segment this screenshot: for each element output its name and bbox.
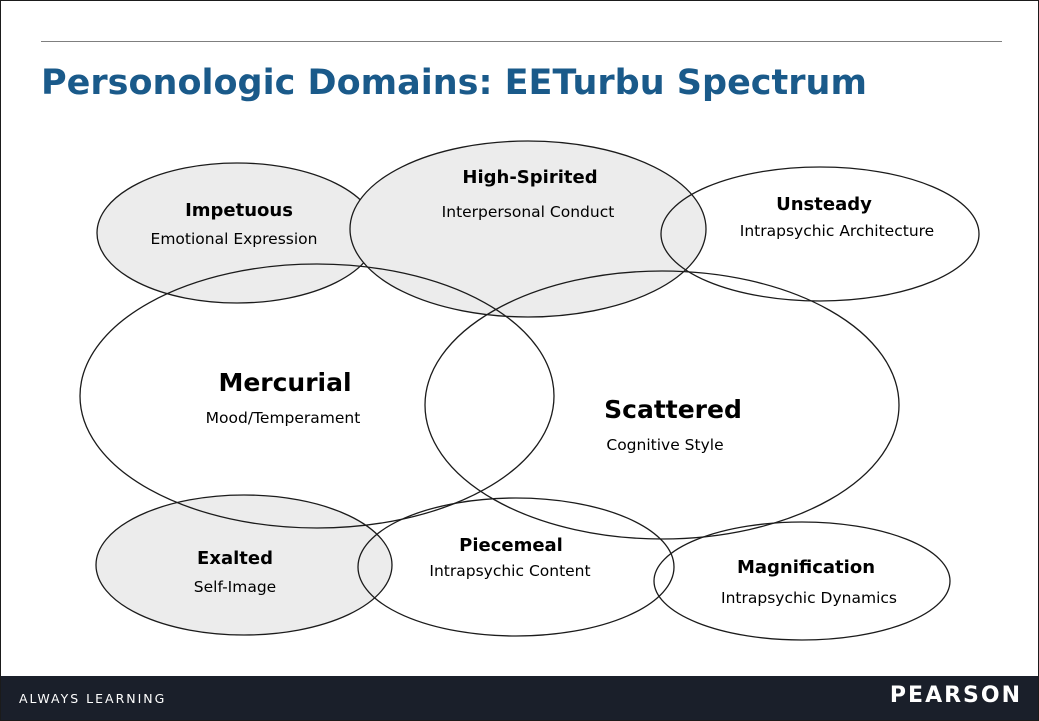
ellipse-piecemeal [357, 497, 675, 637]
footer-bar: ALWAYS LEARNING PEARSON [1, 676, 1038, 720]
label-scattered: Scattered [604, 395, 742, 424]
label-impetuous: Impetuous [185, 200, 293, 221]
ellipse-scattered [424, 270, 900, 540]
domain-intrapsychic-architecture: Intrapsychic Architecture [740, 222, 934, 240]
label-mercurial: Mercurial [218, 368, 351, 397]
title-divider [41, 41, 1002, 42]
domain-diagram: Impetuous Emotional Expression High-Spir… [79, 140, 980, 641]
footer-tagline: ALWAYS LEARNING [19, 691, 167, 706]
domain-interpersonal-conduct: Interpersonal Conduct [442, 203, 615, 221]
ellipse-unsteady [660, 166, 980, 302]
ellipse-exalted [95, 494, 393, 636]
domain-emotional-expression: Emotional Expression [151, 230, 318, 248]
label-unsteady: Unsteady [776, 194, 872, 215]
label-high-spirited: High-Spirited [462, 167, 597, 188]
label-piecemeal: Piecemeal [459, 535, 563, 556]
label-magnification: Magnification [737, 557, 875, 578]
slide-title: Personologic Domains: EETurbu Spectrum [41, 63, 867, 103]
domain-self-image: Self-Image [194, 578, 276, 596]
domain-intrapsychic-dynamics: Intrapsychic Dynamics [721, 589, 897, 607]
ellipse-magnification [653, 521, 951, 641]
domain-cognitive-style: Cognitive Style [606, 436, 723, 454]
domain-mood-temperament: Mood/Temperament [206, 409, 361, 427]
ellipse-mercurial [79, 263, 555, 529]
pearson-logo: PEARSON [889, 683, 1022, 708]
domain-intrapsychic-content: Intrapsychic Content [429, 562, 590, 580]
label-exalted: Exalted [197, 548, 273, 569]
